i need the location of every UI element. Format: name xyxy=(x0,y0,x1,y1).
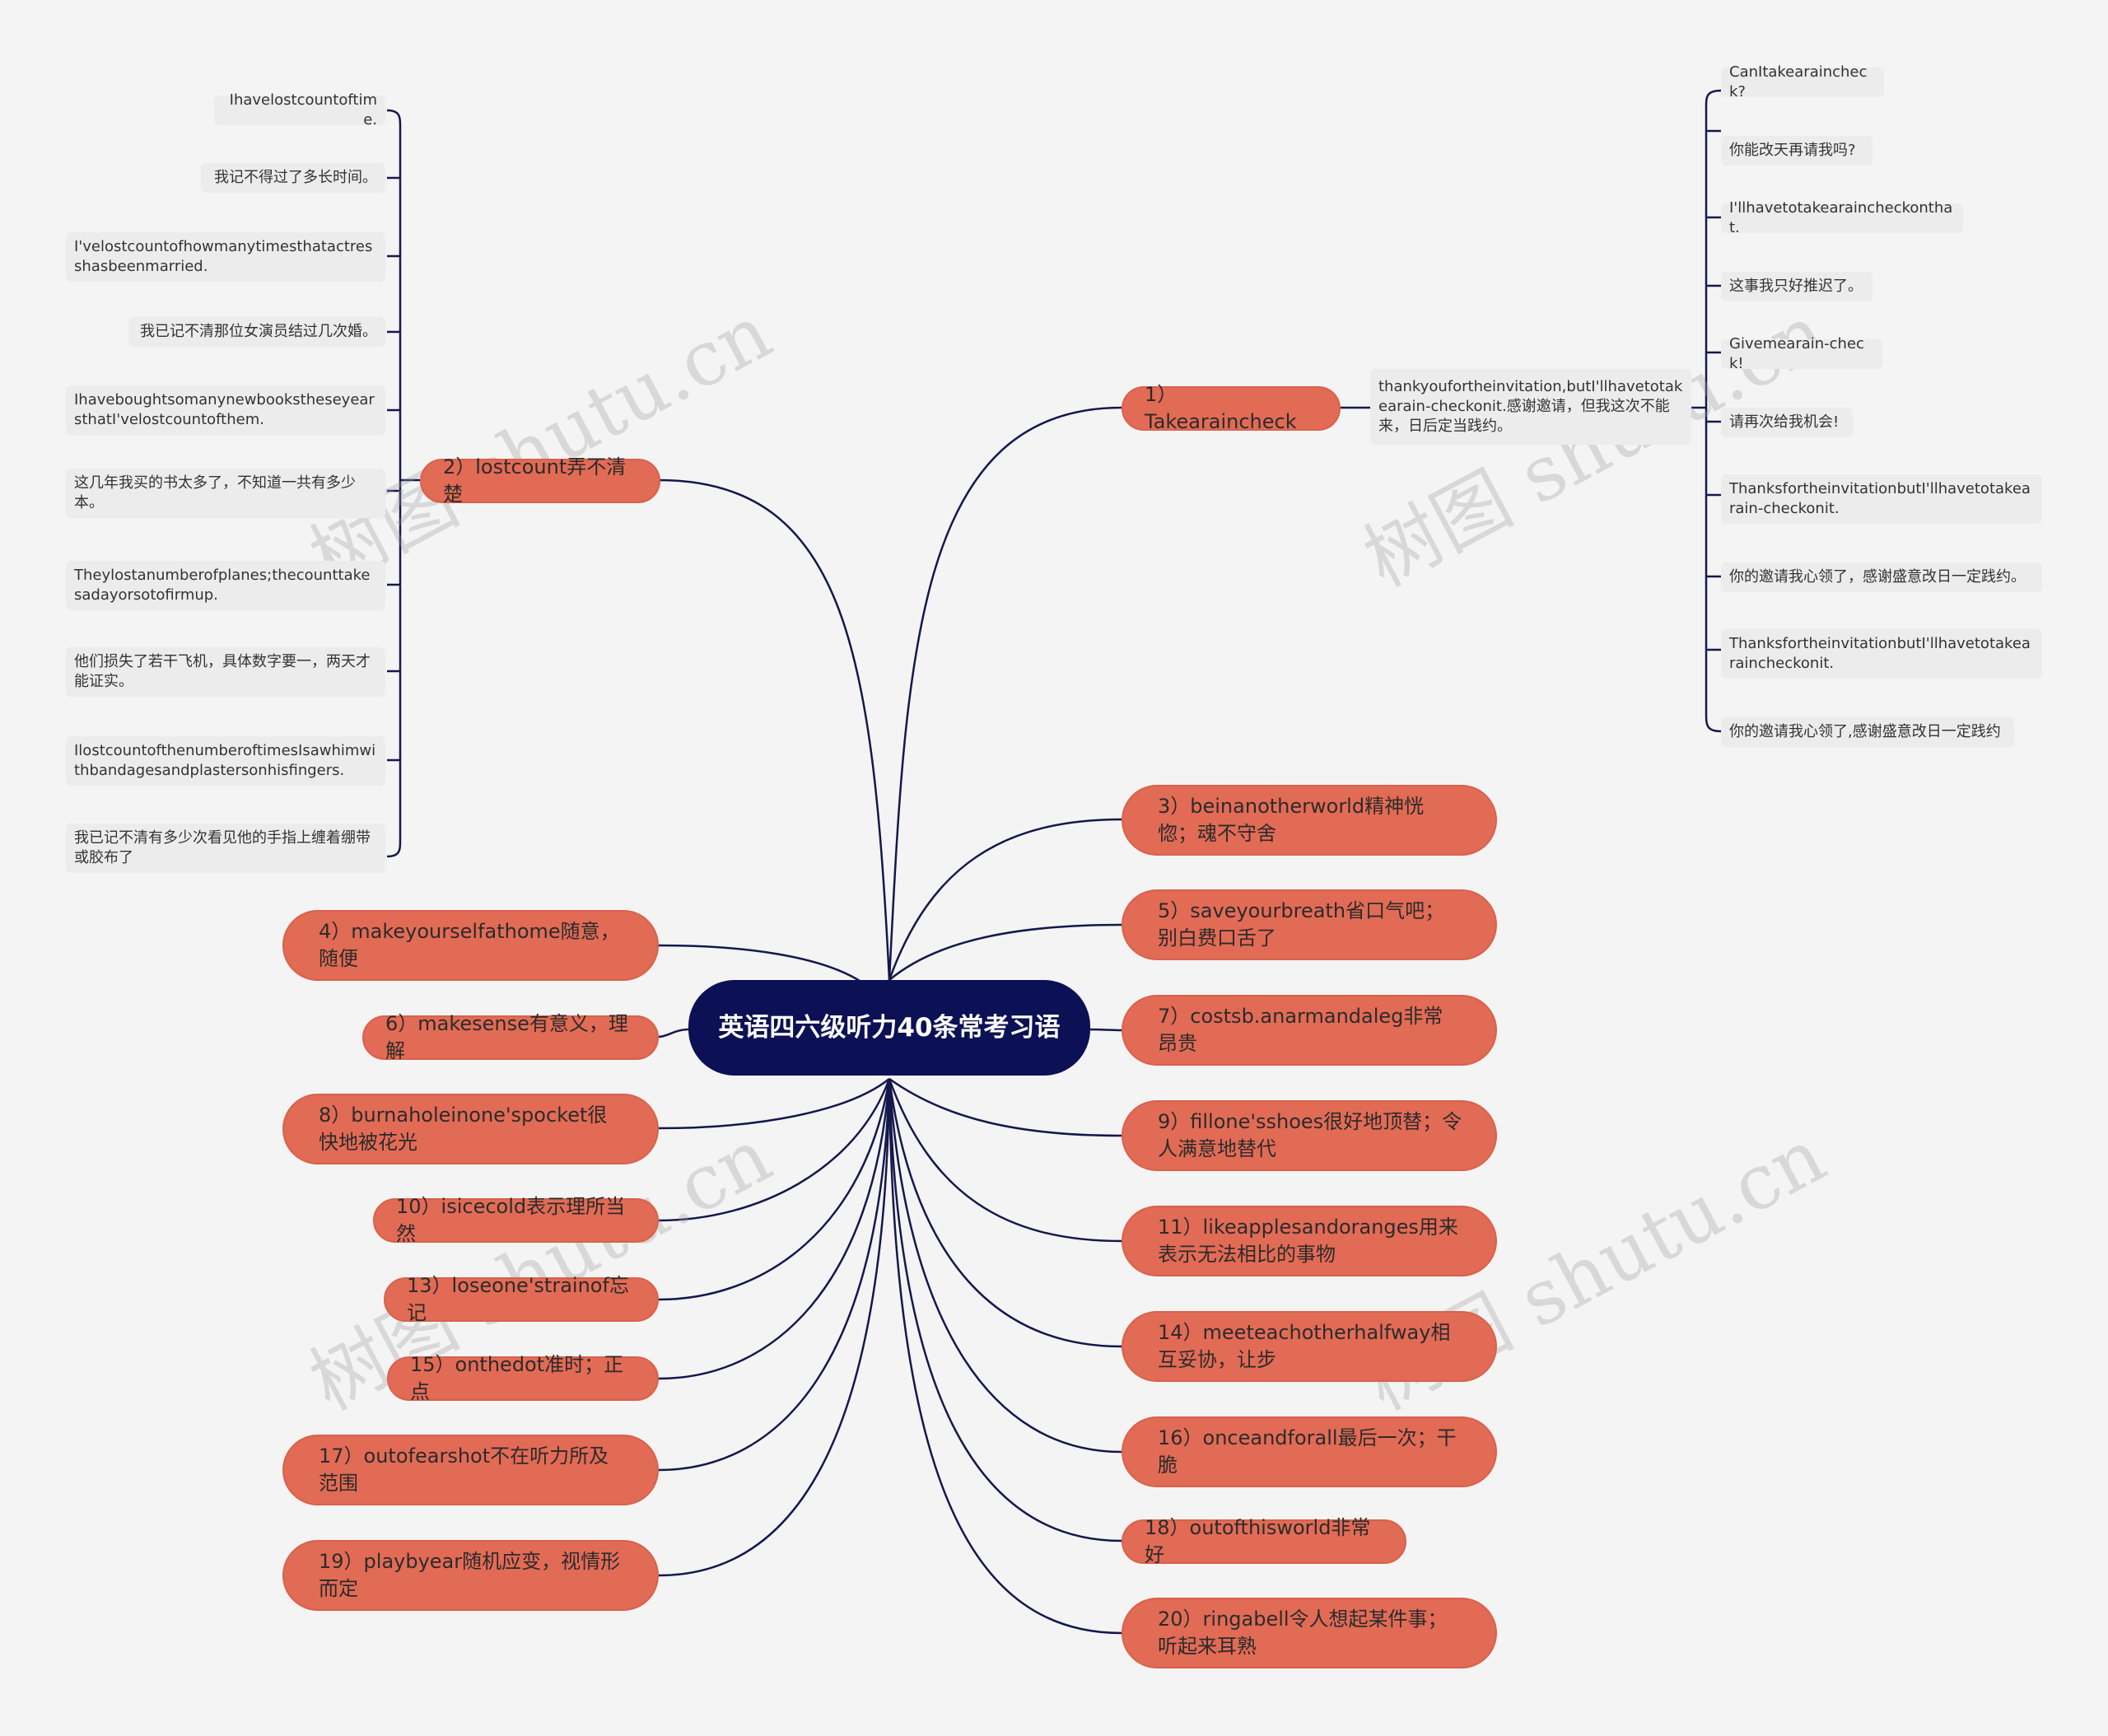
link-center-b2 xyxy=(658,478,891,981)
link-center-b19 xyxy=(658,1078,891,1577)
branch-5[interactable]: 5）saveyourbreath省口气吧；别白费口舌了 xyxy=(1122,889,1497,960)
leaf-left-10[interactable]: 我已记不清有多少次看见他的手指上缠着绷带或胶布了 xyxy=(66,824,385,873)
leaf-left-8[interactable]: 他们损失了若干飞机，具体数字要一，两天才能证实。 xyxy=(66,647,385,697)
link-center-b20 xyxy=(888,1078,1122,1635)
leaf-left-4[interactable]: 我已记不清那位女演员结过几次婚。 xyxy=(128,317,385,347)
leaf-left-1[interactable]: Ihavelostcountoftime. xyxy=(214,91,385,128)
leaf-right-8[interactable]: 你的邀请我心领了，感谢盛意改日一定践约。 xyxy=(1721,562,2042,592)
bracket-right xyxy=(1705,89,1722,733)
branch-18[interactable]: 18）outofthisworld非常好 xyxy=(1122,1516,1406,1566)
link-center-b4 xyxy=(658,944,865,986)
central-topic[interactable]: 英语四六级听力40条常考习语 xyxy=(688,980,1090,1076)
link-center-b14 xyxy=(888,1078,1122,1348)
link-center-b8 xyxy=(658,1078,890,1130)
link-center-b7 xyxy=(1086,1028,1122,1032)
link-center-b11 xyxy=(888,1078,1122,1243)
link-center-b16 xyxy=(888,1078,1122,1454)
leaf-right-5[interactable]: Givemearain-check! xyxy=(1721,335,1882,372)
branch-14[interactable]: 14）meeteachotherhalfway相互妥协，让步 xyxy=(1122,1311,1497,1382)
leaf-right-4[interactable]: 这事我只好推迟了。 xyxy=(1721,272,1872,301)
branch-4[interactable]: 4）makeyourselfathome随意，随便 xyxy=(282,910,659,981)
link-center-b5 xyxy=(888,923,1122,981)
link-center-b13 xyxy=(658,1078,891,1301)
leaf-left-3[interactable]: I'velostcountofhowmanytimesthatactressha… xyxy=(66,232,385,282)
branch-2[interactable]: 2）lostcount弄不清楚 xyxy=(420,455,660,506)
link-center-b3 xyxy=(888,818,1122,981)
branch-16[interactable]: 16）onceandforall最后一次；干脆 xyxy=(1122,1416,1497,1487)
link-center-b1 xyxy=(888,406,1122,981)
branch-1-detail[interactable]: thankyoufortheinvitation,butI'llhavetota… xyxy=(1370,369,1691,445)
leaf-right-3[interactable]: I'llhavetotakearaincheckonthat. xyxy=(1721,199,1963,236)
branch-6[interactable]: 6）makesense有意义，理解 xyxy=(362,1012,659,1062)
leaf-left-5[interactable]: IhaveboughtsomanynewbookstheseyearsthatI… xyxy=(66,385,385,435)
leaf-left-7[interactable]: Theylostanumberofplanes;thecounttakesada… xyxy=(66,561,385,610)
link-center-b10 xyxy=(658,1078,891,1222)
branch-11[interactable]: 11）likeapplesandoranges用来表示无法相比的事物 xyxy=(1122,1206,1497,1276)
leaf-right-1[interactable]: CanItakearaincheck? xyxy=(1721,63,1884,100)
link-center-b6 xyxy=(658,1028,689,1038)
branch-13[interactable]: 13）loseone'strainof忘记 xyxy=(384,1274,659,1324)
central-topic-label: 英语四六级听力40条常考习语 xyxy=(718,1013,1061,1043)
link-center-b9 xyxy=(888,1077,1122,1137)
leaf-left-9[interactable]: IlostcountofthenumberoftimesIsawhimwithb… xyxy=(66,736,385,786)
branch-3[interactable]: 3）beinanotherworld精神恍惚；魂不守舍 xyxy=(1122,785,1497,856)
leaf-right-2[interactable]: 你能改天再请我吗? xyxy=(1721,136,1872,166)
branch-9[interactable]: 9）fillone'sshoes很好地顶替；令人满意地替代 xyxy=(1122,1100,1497,1171)
branch-8[interactable]: 8）burnaholeinone'spocket很快地被花光 xyxy=(282,1094,659,1164)
branch-10[interactable]: 10）isicecold表示理所当然 xyxy=(373,1195,659,1245)
leaf-left-2[interactable]: 我记不得过了多长时间。 xyxy=(201,163,385,193)
leaf-right-10[interactable]: 你的邀请我心领了,感谢盛意改日一定践约 xyxy=(1721,717,2014,747)
branch-15[interactable]: 15）onthedot准时；正点 xyxy=(387,1353,659,1403)
branch-7[interactable]: 7）costsb.anarmandaleg非常昂贵 xyxy=(1122,995,1497,1066)
link-center-b18 xyxy=(888,1078,1122,1542)
leaf-right-9[interactable]: ThanksfortheinvitationbutI'llhavetotakea… xyxy=(1721,629,2042,679)
leaf-right-6[interactable]: 请再次给我机会! xyxy=(1721,408,1853,437)
branch-20[interactable]: 20）ringabell令人想起某件事；听起来耳熟 xyxy=(1122,1598,1497,1668)
branch-19[interactable]: 19）playbyear随机应变，视情形而定 xyxy=(282,1540,659,1611)
branch-17[interactable]: 17）outofearshot不在听力所及范围 xyxy=(282,1435,659,1505)
leaf-left-6[interactable]: 这几年我买的书太多了，不知道一共有多少本。 xyxy=(66,469,385,518)
branch-1[interactable]: 1）Takearaincheck xyxy=(1122,383,1341,433)
link-center-b15 xyxy=(658,1078,891,1380)
link-center-b17 xyxy=(658,1078,891,1472)
bracket-left xyxy=(386,109,402,858)
leaf-right-7[interactable]: ThanksfortheinvitationbutI'llhavetotakea… xyxy=(1721,474,2042,524)
